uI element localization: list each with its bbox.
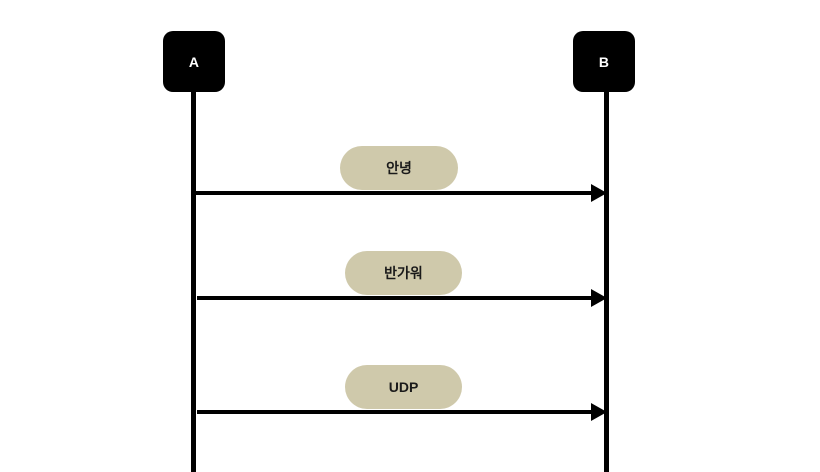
lifeline-b xyxy=(604,88,609,472)
participant-label-a: A xyxy=(188,53,200,70)
lifeline-a xyxy=(191,88,196,472)
message-label-3[interactable]: UDP xyxy=(345,365,462,409)
message-label-2[interactable]: 반가워 xyxy=(345,251,462,295)
message-label-1[interactable]: 안녕 xyxy=(340,146,458,190)
message-label-text-3: UDP xyxy=(388,379,419,395)
participant-label-b: B xyxy=(598,53,610,70)
participant-box-b[interactable]: B xyxy=(573,31,635,92)
participant-box-a[interactable]: A xyxy=(163,31,225,92)
message-label-text-1: 안녕 xyxy=(386,160,412,176)
message-label-text-2: 반가워 xyxy=(384,265,423,281)
